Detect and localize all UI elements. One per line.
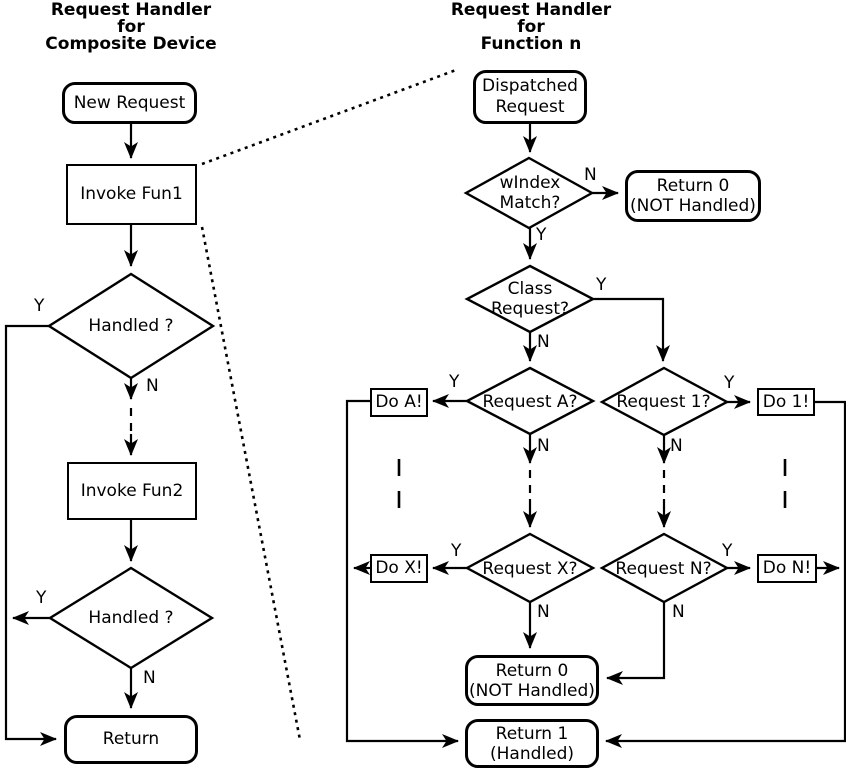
branch-yes-windex: Y <box>536 225 547 245</box>
zoom-dotted-line-top <box>201 68 457 166</box>
node-do-a-label: Do A! <box>375 392 423 412</box>
branch-no-request-n: N <box>672 602 685 622</box>
left-title-line3: Composite Device <box>45 34 217 54</box>
diamond-handled-2-shape <box>47 566 215 670</box>
node-return-0-top: Return 0 (NOT Handled) <box>625 170 761 222</box>
zoom-dotted-line-bottom <box>200 226 302 741</box>
edge-handled1-yes-to-return <box>4 324 57 746</box>
node-do-x: Do X! <box>370 554 428 583</box>
dispatched-request-line2: Request <box>495 97 565 117</box>
return-1-line1: Return 1 <box>495 723 569 744</box>
branch-no-handled-2: N <box>143 668 156 688</box>
node-request-n-label: Request N? <box>597 559 730 579</box>
right-diagram-title: Request Handler for Function n <box>431 2 631 53</box>
node-windex-match-label: wIndex Match? <box>465 173 595 213</box>
diamond-request-x-shape <box>464 532 596 604</box>
branch-no-request-1: N <box>670 436 683 456</box>
node-do-n: Do N! <box>757 554 817 583</box>
diamond-request-n-shape <box>599 532 730 604</box>
left-title-line2: for <box>117 17 145 37</box>
edge-class-yes-to-request1 <box>593 297 670 362</box>
right-title-line2: for <box>517 17 545 37</box>
node-do-1-label: Do 1! <box>762 391 810 412</box>
left-diagram-title: Request Handler for Composite Device <box>31 2 231 53</box>
branch-no-request-x: N <box>537 602 550 622</box>
node-request-1-label: Request 1? <box>597 392 730 412</box>
branch-yes-request-a: Y <box>449 372 460 392</box>
node-do-a: Do A! <box>370 388 428 417</box>
return-0-bottom-line1: Return 0 <box>495 660 569 681</box>
node-request-x-label: Request X? <box>462 559 598 579</box>
node-return-0-bottom: Return 0 (NOT Handled) <box>465 655 599 706</box>
node-invoke-fun2: Invoke Fun2 <box>67 462 197 520</box>
handled-2-text: Handled ? <box>88 608 174 628</box>
branch-yes-handled-1: Y <box>34 296 45 316</box>
branch-yes-class: Y <box>596 275 607 295</box>
class-request-line1: Class <box>507 279 553 299</box>
right-title-line3: Function n <box>480 34 582 54</box>
windex-match-line2: Match? <box>499 193 561 213</box>
request-1-text: Request 1? <box>616 392 711 412</box>
diamond-request-a-shape <box>464 366 596 436</box>
branch-yes-request-x: Y <box>451 541 462 561</box>
request-a-text: Request A? <box>482 392 578 412</box>
branch-no-handled-1: N <box>146 376 159 396</box>
node-handled-2-label: Handled ? <box>56 608 206 628</box>
branch-yes-request-n: Y <box>722 541 733 561</box>
class-request-line2: Request? <box>490 299 570 319</box>
windex-match-line1: wIndex <box>499 173 561 193</box>
request-n-text: Request N? <box>615 559 712 579</box>
branch-no-request-a: N <box>537 436 550 456</box>
node-do-1: Do 1! <box>757 388 815 416</box>
node-return-left: Return <box>64 715 198 764</box>
node-invoke-fun2-label: Invoke Fun2 <box>80 480 184 501</box>
node-return-left-label: Return <box>102 729 160 749</box>
node-invoke-fun1: Invoke Fun1 <box>66 164 197 225</box>
node-handled-1-label: Handled ? <box>56 316 206 336</box>
node-do-x-label: Do X! <box>375 558 423 578</box>
branch-no-class: N <box>537 332 550 352</box>
node-return-1: Return 1 (Handled) <box>465 719 599 768</box>
node-do-n-label: Do N! <box>762 558 812 578</box>
return-0-bottom-line2: (NOT Handled) <box>469 680 595 701</box>
node-dispatched-request: Dispatched Request <box>473 70 587 124</box>
dispatched-request-line1: Dispatched <box>482 76 578 96</box>
left-title-line1: Request Handler <box>50 0 212 20</box>
node-request-a-label: Request A? <box>462 392 598 412</box>
diamond-windex-match-shape <box>463 156 595 230</box>
node-invoke-fun1-label: Invoke Fun1 <box>80 184 183 204</box>
handled-1-text: Handled ? <box>88 316 174 336</box>
right-title-line1: Request Handler <box>450 0 612 20</box>
edge-do1-to-return1 <box>605 400 846 748</box>
node-class-request-label: Class Request? <box>465 279 595 319</box>
return-1-line2: (Handled) <box>489 743 574 764</box>
diamond-class-request-shape <box>464 264 596 334</box>
edge-doa-to-return1 <box>345 399 459 748</box>
diamond-handled-1-shape <box>46 272 216 380</box>
node-new-request-label: New Request <box>73 92 186 113</box>
return-0-top-line1: Return 0 <box>656 176 730 196</box>
diamond-request-1-shape <box>599 366 730 437</box>
branch-yes-handled-2: Y <box>36 588 47 608</box>
request-x-text: Request X? <box>482 559 578 579</box>
edge-requestn-no-to-return0bottom <box>606 602 666 685</box>
branch-yes-request-1: Y <box>724 373 735 393</box>
branch-no-windex: N <box>584 165 597 185</box>
node-new-request: New Request <box>62 82 197 124</box>
return-0-top-line2: (NOT Handled) <box>630 196 756 216</box>
